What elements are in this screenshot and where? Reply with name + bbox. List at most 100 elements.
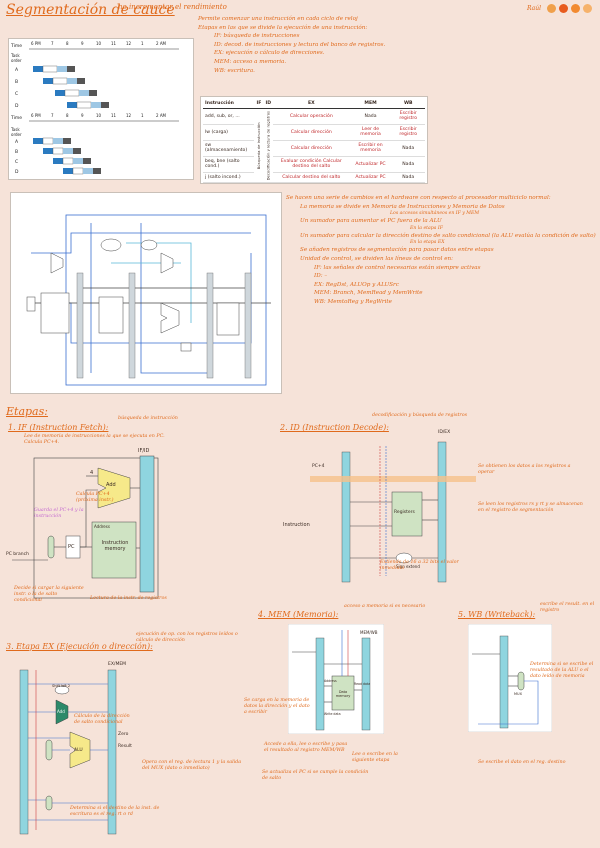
svg-text:C: C <box>15 91 18 97</box>
stage-if-annotation: Guarda el PC+4 y la instrucción <box>34 508 84 519</box>
col-header: Instrucción <box>203 99 255 109</box>
intro-note: MEM: acceso a memoria. <box>214 58 287 65</box>
id-reg-label: ID/EX <box>438 430 451 435</box>
col-header: EX <box>273 99 350 109</box>
svg-text:C: C <box>15 159 18 165</box>
mem-mem-label: Data memory <box>335 690 351 698</box>
wb-cell: Nada <box>391 172 425 184</box>
stage-if-annotation: Lectura de la instr. de registros <box>90 596 167 601</box>
stage-mem-annotation: Se carga en la memoria de datos la direc… <box>244 698 310 715</box>
stage-wb-title: 5. WB (Writeback): <box>458 610 536 619</box>
mem-reg-label: MEM/WB <box>360 630 378 635</box>
time-label: Time <box>10 43 22 49</box>
pipeline-stairs-bottom <box>33 137 101 175</box>
stage-ex-diagram: EX/MEM ALU Add Shift left 2 Zero Result <box>16 660 236 836</box>
stage-mem-title: 4. MEM (Memoria): <box>258 610 339 619</box>
table-row: beq, bne (salto cond.) Evaluar condición… <box>203 156 425 173</box>
wb-mux-label: MUX <box>514 692 522 696</box>
svg-text:8: 8 <box>66 41 69 46</box>
stage-mem-annotation: Accede a ella, lee o escribe y pasa el r… <box>264 742 348 753</box>
instruction-table-grid: Instrucción IF ID EX MEM WB add, sub, or… <box>203 99 425 184</box>
ex-result-label: Result <box>118 744 132 749</box>
color-dot <box>583 4 592 13</box>
hw-note: Unidad de control, se dividen las líneas… <box>300 255 454 262</box>
svg-text:1: 1 <box>141 113 144 118</box>
svg-text:B: B <box>15 149 18 155</box>
mem-cell: Nada <box>349 108 392 125</box>
svg-text:9: 9 <box>81 113 84 118</box>
page-title: Segmentación de cauce <box>6 2 175 18</box>
instr-cell: lw (carga) <box>203 124 255 141</box>
stage-if-note: búsqueda de instrucción <box>118 416 178 421</box>
color-dot <box>547 4 556 13</box>
svg-text:order: order <box>11 58 22 63</box>
if-address-label: Address <box>94 524 110 529</box>
stage-if-title: 1. IF (Instruction Fetch): <box>8 423 109 432</box>
ex-cell: Calcular destino del salto <box>273 172 350 184</box>
svg-text:9: 9 <box>81 41 84 46</box>
instr-cell: sw (almacenamiento) <box>203 140 255 157</box>
svg-text:Time: Time <box>10 115 22 121</box>
wb-cell: Escribir registro <box>391 124 425 141</box>
ex-alu-label: ALU <box>74 748 83 753</box>
intro-note: Permite comenzar una instrucción en cada… <box>198 16 358 22</box>
stage-id-annotation: Se leen los registros rs y rt y se almac… <box>478 502 583 513</box>
svg-text:7: 7 <box>51 113 54 118</box>
stage-wb-diagram: MUX <box>467 623 553 733</box>
id-sign-label: Sign extend <box>396 564 420 569</box>
svg-text:10: 10 <box>96 113 102 118</box>
svg-text:order: order <box>11 132 22 137</box>
intro-note: IF: búsqueda de instrucciones <box>214 33 300 40</box>
hw-note: WB: MemtoReg y RegWrite <box>314 298 392 305</box>
mem-read-label: Read data <box>354 682 371 686</box>
col-header: WB <box>391 99 425 109</box>
mem-address-label: Address <box>324 679 337 683</box>
color-dot <box>559 4 568 13</box>
stage-if-annotation: Calcula PC+4 (próxima instr.) <box>76 492 114 503</box>
svg-text:11: 11 <box>111 113 117 118</box>
mem-cell: Actualizar PC <box>349 156 392 173</box>
svg-text:7: 7 <box>51 41 54 46</box>
stage-id-diagram: ID/EX Registers Sign extend PC+4 <box>310 430 476 584</box>
stage-ex-annotation: Cálculo de la dirección de salto condici… <box>74 714 130 725</box>
stage-mem-note: acceso a memoria si es necesario <box>344 604 426 609</box>
stage-ex-note: ejecución de op. con los registros leído… <box>136 632 238 643</box>
stage-id-note: decodificación y búsqueda de registros <box>372 413 468 418</box>
stage-wb-annotation: Se escribe el dato en el reg. destino <box>478 760 566 765</box>
mem-cell: Actualizar PC <box>349 172 392 184</box>
hw-note: En la etapa IF <box>410 225 443 231</box>
etapas-heading: Etapas: <box>6 405 48 418</box>
ex-zero-label: Zero <box>118 732 129 737</box>
stage-ex-annotation: Determina si el destino de la inst. de e… <box>70 806 160 817</box>
author-badge: Raúl <box>527 4 592 13</box>
svg-text:Task: Task <box>10 127 20 132</box>
id-pc-label: PC+4 <box>312 464 325 469</box>
table-row: j (salto incond.) Calcular destino del s… <box>203 172 425 184</box>
wb-cell: Escribir registro <box>391 108 425 125</box>
author-name: Raúl <box>526 5 541 12</box>
hw-note: La memoria se divide en Memoria de Instr… <box>300 203 505 210</box>
ex-cell: Calcular dirección <box>273 124 350 141</box>
if-add-label: Add <box>106 482 116 488</box>
pipeline-stairs-top <box>33 65 109 109</box>
stage-mem-annotation: Lee o escribe en la siguiente etapa <box>352 752 398 763</box>
ex-add-label: Add <box>57 709 65 714</box>
stage-wb-annotation: Determina si se escribe el resultado de … <box>530 662 594 679</box>
if-pcbranch-label: PC branch <box>6 552 29 557</box>
hw-note: Un sumador para calcular la dirección de… <box>300 232 596 239</box>
if-mem-label: Instruction memory <box>101 540 129 552</box>
hw-note: IF: las señales de control necesarias es… <box>314 264 481 271</box>
hw-note: Los accesos simultáneos en IF y MEM <box>390 211 480 217</box>
id-merged-cell: Decodificación y lectura de registros <box>263 108 274 183</box>
svg-text:2 AM: 2 AM <box>156 41 167 46</box>
svg-text:A: A <box>15 67 19 73</box>
svg-text:B: B <box>15 79 18 85</box>
hw-note: ID: – <box>314 273 328 280</box>
instruction-table: Instrucción IF ID EX MEM WB add, sub, or… <box>200 96 428 184</box>
ex-cell: Calcular operación <box>273 108 350 125</box>
intro-note: WB: escritura. <box>214 67 255 74</box>
stage-mem-diagram: MEM/WB Data memory Address Read data Wri… <box>287 623 385 735</box>
stage-id-title: 2. ID (Instruction Decode): <box>280 423 389 432</box>
